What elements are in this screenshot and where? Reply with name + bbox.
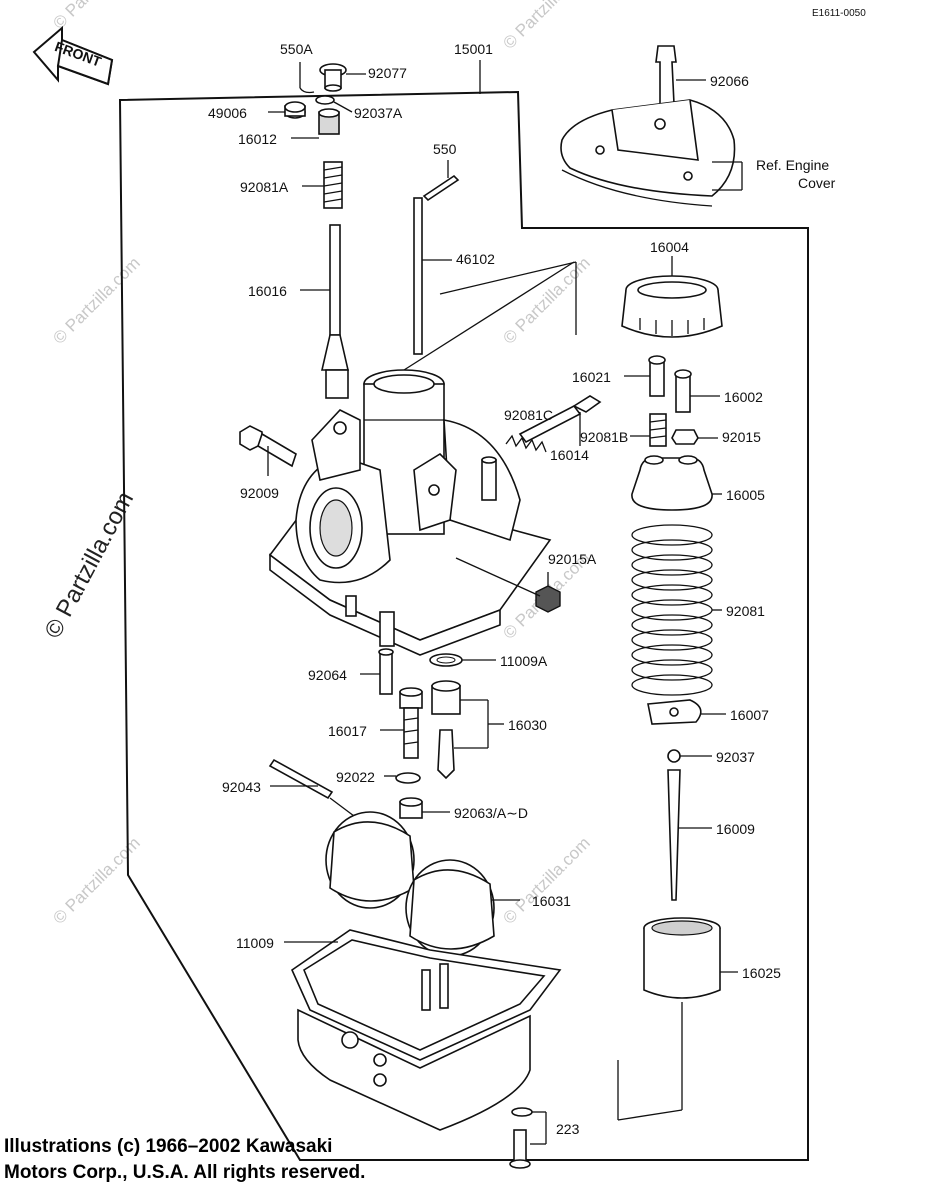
watermark: © Partzilla.com [49, 833, 143, 927]
adjuster-parts [624, 355, 720, 447]
part-label: 92063/A∼D [454, 805, 528, 821]
part-label: 550A [280, 41, 313, 57]
jet-needle-16016 [300, 224, 350, 399]
part-label: 16016 [248, 283, 287, 299]
part-label: 92081C [504, 407, 553, 423]
part-label: 16012 [238, 131, 277, 147]
diagram-code: E1611-0050 [812, 8, 866, 19]
pin-and-rod [413, 160, 460, 355]
ref-cover-label: Cover [798, 175, 836, 191]
copyright-line-1: Illustrations (c) 1966–2002 Kawasaki [4, 1136, 333, 1157]
part-label: 92022 [336, 769, 375, 785]
part-label: 92009 [240, 485, 279, 501]
part-label: 92081A [240, 179, 289, 195]
part-label: 92043 [222, 779, 261, 795]
throttle-valve-assembly [617, 455, 738, 1121]
part-label: 92081 [726, 603, 765, 619]
part-label: 16014 [550, 447, 589, 463]
copyright-notice: Illustrations (c) 1966–2002 Kawasaki Mot… [4, 1134, 365, 1186]
top-cap-assembly [268, 62, 366, 209]
assembly-frame [118, 90, 809, 1161]
part-label: 16007 [730, 707, 769, 723]
part-label: 92015 [722, 429, 761, 445]
part-label: 550 [433, 141, 457, 157]
part-label: 11009A [500, 653, 548, 669]
part-label: 15001 [454, 41, 493, 57]
part-label: 92037 [716, 749, 755, 765]
part-label: 92077 [368, 65, 407, 81]
part-label: 16030 [508, 717, 547, 733]
copyright-line-2: Motors Corp., U.S.A. All rights reserved… [4, 1162, 366, 1183]
mixing-chamber-cap-16004 [621, 256, 723, 338]
part-label: 16021 [572, 369, 611, 385]
part-label: 16009 [716, 821, 755, 837]
part-label: 49006 [208, 105, 247, 121]
part-label: 92081B [580, 429, 628, 445]
engine-cover-assembly: Ref. Engine Cover [560, 45, 836, 207]
front-arrow-icon: FRONT [32, 25, 114, 86]
part-label: 92015A [548, 551, 597, 567]
watermark: © Partzilla.com [499, 0, 593, 53]
watermark: © Partzilla.com [49, 0, 143, 33]
ref-engine-label: Ref. Engine [756, 157, 829, 173]
part-label: 92066 [710, 73, 749, 89]
part-label: 92037A [354, 105, 403, 121]
watermark: © Partzilla.com [499, 833, 593, 927]
jets-and-float-assembly [268, 648, 562, 1169]
part-label: 16005 [726, 487, 765, 503]
part-label: 92064 [308, 667, 347, 683]
part-label: 11009 [236, 935, 274, 951]
part-label: 16002 [724, 389, 763, 405]
part-label: 16004 [650, 239, 689, 255]
carburetor-body [239, 261, 602, 656]
part-labels: 550A 15001 92077 49006 92037A 16012 9206… [208, 41, 781, 1137]
watermark: © Partzilla.com [49, 253, 143, 347]
part-label: 16017 [328, 723, 367, 739]
part-label: 16031 [532, 893, 571, 909]
part-label: 223 [556, 1121, 580, 1137]
part-label: 16025 [742, 965, 781, 981]
part-label: 46102 [456, 251, 495, 267]
